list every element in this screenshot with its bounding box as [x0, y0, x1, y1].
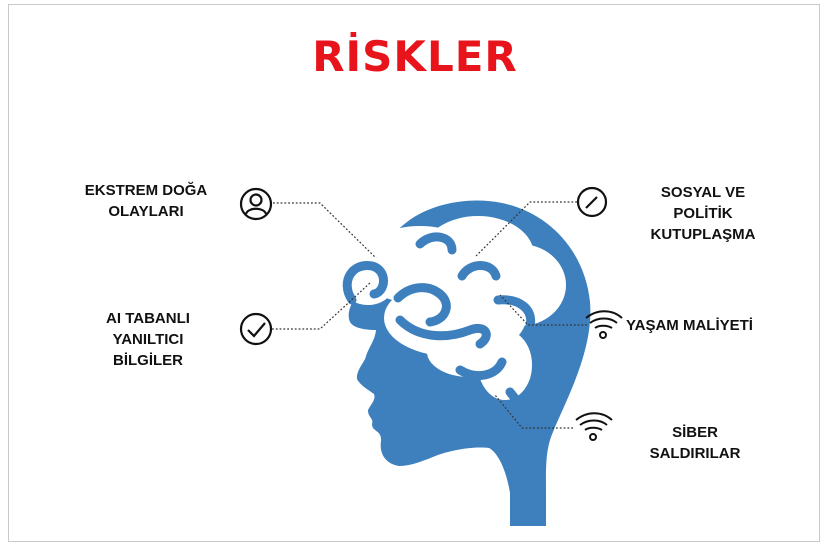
- risk-label-line: AI TABANLI: [106, 310, 190, 327]
- risk-label-line: SİBER: [672, 424, 718, 441]
- brain-folds: [342, 232, 536, 407]
- risk-label-line: KUTUPLAŞMA: [650, 226, 756, 243]
- wifi-icon: [585, 310, 623, 339]
- clock-icon: [576, 186, 608, 218]
- connector-polarization: [475, 201, 577, 257]
- slide-frame: [8, 4, 820, 542]
- connector-cost-of-living: [499, 294, 587, 326]
- risk-label-polarization: SOSYAL VE POLİTİK KUTUPLAŞMA: [638, 182, 768, 245]
- page-title: RİSKLER: [312, 32, 518, 81]
- risk-label-cost-of-living: YAŞAM MALİYETİ: [626, 315, 796, 336]
- checkmark-circle-icon: [239, 312, 273, 346]
- risk-label-ai-misinformation: AI TABANLI YANILTICI BİLGİLER: [88, 308, 208, 371]
- risk-label-extreme-weather: EKSTREM DOĞA OLAYLARI: [62, 180, 230, 222]
- connector-lines: [272, 201, 587, 429]
- connector-cyber-attacks: [494, 394, 573, 429]
- risk-label-cyber-attacks: SİBER SALDIRILAR: [640, 422, 750, 464]
- connector-extreme-weather: [273, 202, 377, 259]
- risk-label-line: YAŞAM MALİYETİ: [626, 317, 753, 334]
- risk-label-line: EKSTREM DOĞA: [84, 182, 208, 199]
- connector-ai-misinformation: [272, 282, 371, 330]
- risk-label-line: OLAYLARI: [108, 203, 184, 220]
- wifi-icon: [575, 412, 613, 441]
- risk-label-line: POLİTİK: [673, 205, 733, 222]
- user-icon: [239, 187, 273, 221]
- risk-label-line: SOSYAL VE: [660, 184, 746, 201]
- risk-label-line: YANILTICI: [112, 331, 184, 348]
- risk-label-line: SALDIRILAR: [649, 445, 741, 462]
- risk-label-line: BİLGİLER: [113, 352, 183, 369]
